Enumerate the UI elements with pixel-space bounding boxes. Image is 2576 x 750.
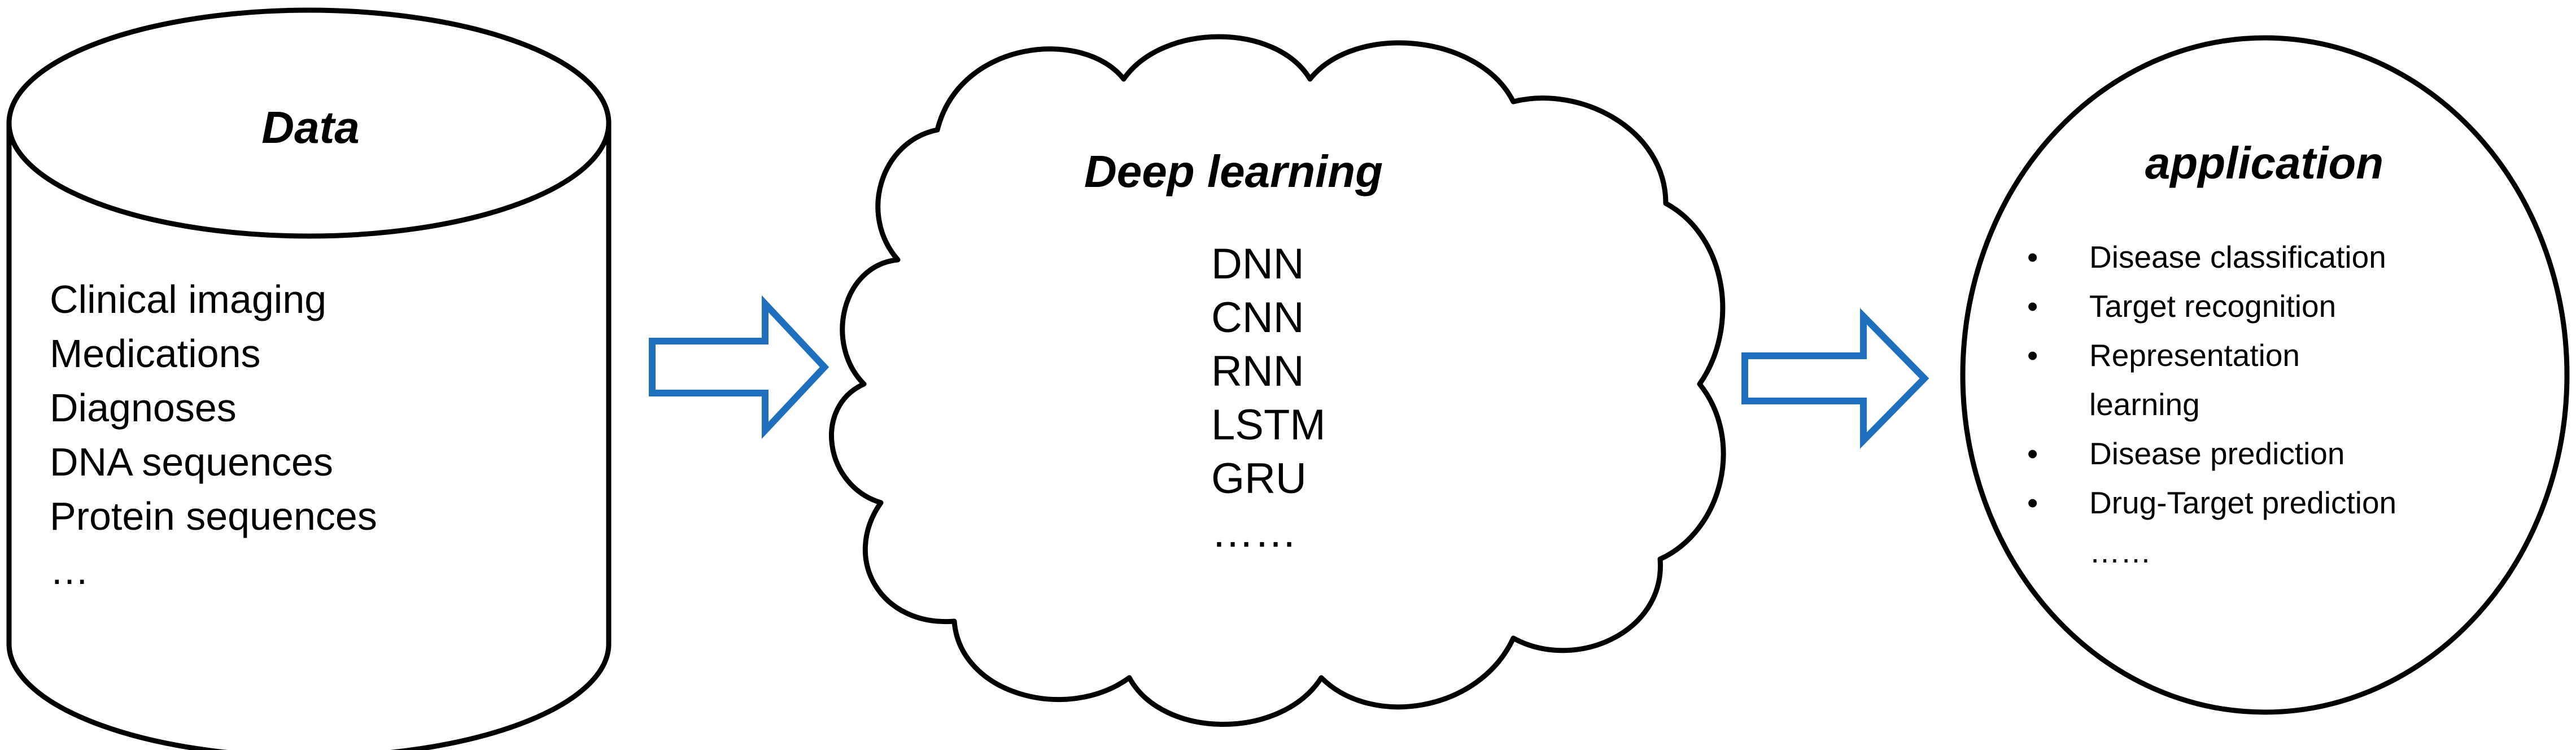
- application-list-item: • Representation: [2027, 331, 2396, 380]
- model-lstm: LSTM: [1211, 401, 1326, 449]
- model-cnn: CNN: [1211, 294, 1304, 342]
- application-item-text: ……: [2089, 534, 2151, 569]
- data-cylinder-body: [6, 123, 612, 750]
- application-title: application: [2145, 138, 2384, 188]
- data-item-ellipsis: …: [50, 548, 89, 592]
- application-list-item: • Drug-Target prediction: [2027, 478, 2396, 527]
- application-list-item: • Disease prediction: [2027, 429, 2396, 478]
- application-item-text: Target recognition: [2089, 289, 2337, 324]
- application-list-item: learning: [2027, 380, 2396, 429]
- data-items-list: Clinical imaging Medications Diagnoses D…: [50, 272, 377, 598]
- data-item-clinical-imaging: Clinical imaging: [50, 277, 327, 321]
- bullet-icon: •: [2027, 338, 2038, 373]
- application-ellipse: [1960, 35, 2570, 715]
- arrow-data-to-deep-learning: [649, 295, 829, 439]
- data-title: Data: [261, 102, 360, 152]
- application-item-text: Drug-Target prediction: [2089, 485, 2397, 520]
- application-list-item: ……: [2027, 527, 2396, 577]
- application-item-text: learning: [2089, 387, 2200, 422]
- model-dnn: DNN: [1211, 240, 1304, 288]
- data-item-diagnoses: Diagnoses: [50, 386, 237, 430]
- model-ellipsis: ……: [1211, 508, 1297, 556]
- data-cylinder: [6, 7, 612, 750]
- application-list-item: • Target recognition: [2027, 282, 2396, 331]
- data-cylinder-top: [6, 7, 612, 239]
- data-item-medications: Medications: [50, 332, 261, 376]
- deep-learning-cloud: [829, 34, 1726, 727]
- application-list-item: • Disease classification: [2027, 233, 2396, 282]
- bullet-icon: •: [2027, 436, 2038, 471]
- bullet-icon: •: [2027, 485, 2038, 520]
- application-items-list: • Disease classification • Target recogniti…: [2027, 233, 2396, 577]
- deep-learning-title: Deep learning: [1084, 146, 1383, 197]
- data-item-dna-sequences: DNA sequences: [50, 440, 333, 484]
- bullet-icon: •: [2027, 239, 2038, 274]
- application-item-text: Disease classification: [2089, 239, 2386, 274]
- model-rnn: RNN: [1211, 347, 1304, 395]
- arrow-deep-learning-to-application: [1741, 308, 1929, 449]
- model-gru: GRU: [1211, 455, 1307, 503]
- application-item-text: Disease prediction: [2089, 436, 2345, 471]
- bullet-icon: •: [2027, 289, 2038, 324]
- application-item-text: Representation: [2089, 338, 2300, 373]
- data-item-protein-sequences: Protein sequences: [50, 494, 377, 538]
- deep-learning-models-list: DNN CNN RNN LSTM GRU ……: [1211, 237, 1326, 559]
